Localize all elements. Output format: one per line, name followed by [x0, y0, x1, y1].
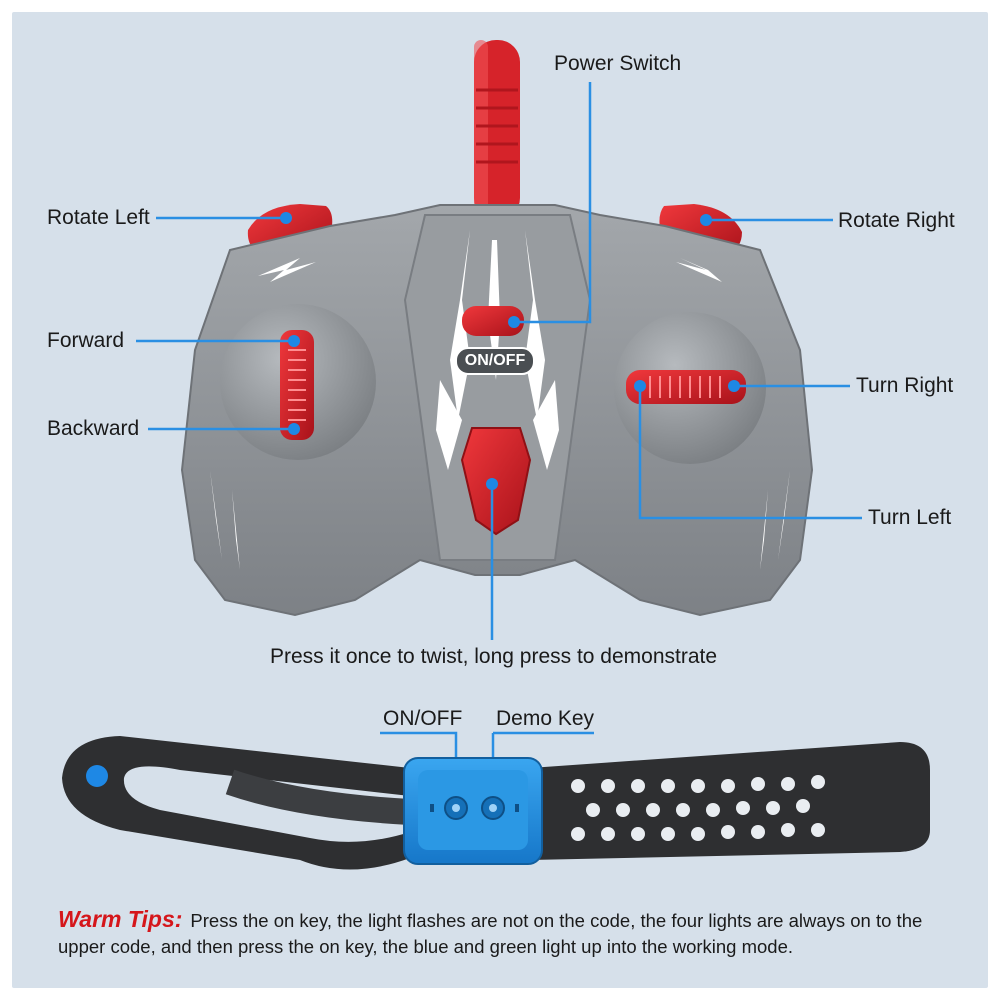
- lever-grip-left: [288, 349, 306, 421]
- strap-holes: [571, 775, 825, 841]
- warm-tips: Warm Tips:Press the on key, the light fl…: [58, 906, 968, 960]
- strap-clip: [86, 765, 108, 787]
- decal-stripes: [210, 230, 790, 570]
- turn-right-label: Turn Right: [856, 374, 954, 397]
- warm-tips-text: Press the on key, the light flashes are …: [58, 910, 923, 957]
- power-switch-label: Power Switch: [554, 52, 682, 75]
- antenna: [474, 40, 520, 220]
- power-switch[interactable]: [462, 306, 524, 336]
- forward-backward-lever[interactable]: [280, 330, 314, 440]
- lever-grip-right: [649, 376, 721, 398]
- backward-label: Backward: [47, 417, 140, 440]
- on-off-plate-label: ON/OFF: [464, 352, 526, 369]
- on-off-plate: [455, 347, 535, 375]
- center-panel: [403, 214, 592, 561]
- strap-loop: [62, 736, 410, 870]
- warm-tips-heading: Warm Tips:: [58, 906, 183, 932]
- demo-button-label: Press it once to twist, long press to de…: [270, 645, 718, 668]
- strap-band: [530, 742, 930, 860]
- watch-demo-key-label: Demo Key: [496, 707, 595, 730]
- rotate-left-label: Rotate Left: [47, 206, 150, 229]
- forward-label: Forward: [47, 329, 125, 352]
- watch-on-off-label: ON/OFF: [383, 707, 463, 730]
- turn-lever[interactable]: [626, 370, 746, 404]
- rotate-right-label: Rotate Right: [838, 209, 955, 232]
- turn-left-label: Turn Left: [868, 506, 952, 529]
- remote-controller: [180, 40, 814, 617]
- watch-transmitter: [62, 736, 930, 870]
